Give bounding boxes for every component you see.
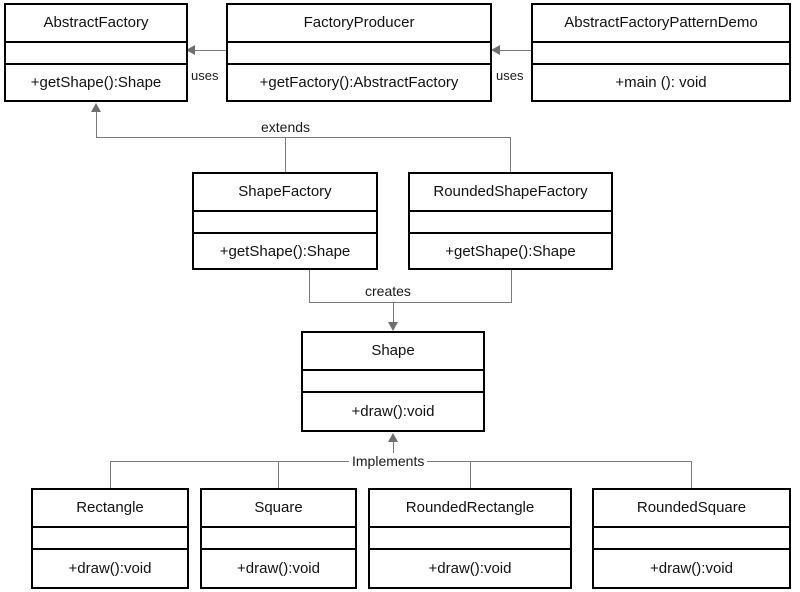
edge-label-implements: Implements bbox=[349, 453, 428, 469]
edge-label-extends: extends bbox=[258, 119, 314, 135]
class-operations-shape: +draw():void bbox=[351, 403, 435, 420]
class-name-rounded-shape-factory: RoundedShapeFactory bbox=[410, 174, 611, 212]
extends-drop-roundedshapefactory bbox=[510, 137, 511, 172]
uses-line-demo-to-factoryproducer bbox=[498, 50, 531, 51]
class-operations-rounded-shape-factory: +getShape():Shape bbox=[445, 242, 576, 260]
implements-arrowhead bbox=[388, 433, 398, 442]
implements-drop-square bbox=[278, 461, 279, 488]
class-box-square[interactable]: Square +draw():void bbox=[200, 488, 357, 589]
class-name-shape-factory: ShapeFactory bbox=[194, 174, 376, 212]
class-attributes-shape bbox=[303, 371, 483, 393]
class-attributes-square bbox=[202, 528, 355, 550]
class-name-rounded-square: RoundedSquare bbox=[594, 490, 789, 528]
class-box-rounded-square[interactable]: RoundedSquare +draw():void bbox=[592, 488, 791, 589]
class-operations-rounded-rectangle: +draw():void bbox=[428, 560, 512, 577]
implements-riser-shape bbox=[393, 441, 394, 461]
class-attributes-rounded-shape-factory bbox=[410, 212, 611, 234]
edge-label-creates: creates bbox=[362, 283, 414, 299]
class-operations-factory-producer: +getFactory():AbstractFactory bbox=[259, 74, 459, 91]
class-name-shape: Shape bbox=[303, 333, 483, 371]
creates-drop-roundedshapefactory bbox=[511, 270, 512, 302]
creates-riser-shape bbox=[393, 302, 394, 324]
class-box-rectangle[interactable]: Rectangle +draw():void bbox=[31, 488, 189, 589]
class-box-rounded-shape-factory[interactable]: RoundedShapeFactory +getShape():Shape bbox=[408, 172, 613, 270]
class-attributes-abstract-factory-pattern-demo bbox=[533, 43, 789, 65]
class-attributes-rounded-rectangle bbox=[370, 528, 570, 550]
class-name-rounded-rectangle: RoundedRectangle bbox=[370, 490, 570, 528]
class-box-abstract-factory-pattern-demo[interactable]: AbstractFactoryPatternDemo +main (): voi… bbox=[531, 3, 791, 102]
class-name-abstract-factory-pattern-demo: AbstractFactoryPatternDemo bbox=[533, 5, 789, 43]
class-attributes-rectangle bbox=[33, 528, 187, 550]
class-name-abstract-factory: AbstractFactory bbox=[6, 5, 186, 43]
class-operations-abstract-factory-pattern-demo: +main (): void bbox=[615, 74, 707, 91]
class-box-rounded-rectangle[interactable]: RoundedRectangle +draw():void bbox=[368, 488, 572, 589]
class-box-shape-factory[interactable]: ShapeFactory +getShape():Shape bbox=[192, 172, 378, 270]
class-attributes-abstract-factory bbox=[6, 43, 186, 65]
class-operations-rectangle: +draw():void bbox=[68, 560, 152, 577]
creates-arrowhead bbox=[388, 322, 398, 331]
class-name-factory-producer: FactoryProducer bbox=[228, 5, 490, 43]
extends-drop-shapefactory bbox=[285, 137, 286, 172]
class-box-abstract-factory[interactable]: AbstractFactory +getShape():Shape bbox=[4, 3, 188, 102]
uses-arrowhead-factoryproducer bbox=[491, 45, 500, 55]
creates-trunk bbox=[309, 302, 512, 303]
class-box-factory-producer[interactable]: FactoryProducer +getFactory():AbstractFa… bbox=[226, 3, 492, 102]
extends-riser-abstractfactory bbox=[96, 111, 97, 138]
class-box-shape[interactable]: Shape +draw():void bbox=[301, 331, 485, 432]
edge-label-uses-factoryproducer: uses bbox=[495, 68, 525, 84]
class-attributes-shape-factory bbox=[194, 212, 376, 234]
implements-drop-rectangle bbox=[110, 461, 111, 488]
edge-label-uses-abstractfactory: uses bbox=[190, 68, 220, 84]
class-attributes-rounded-square bbox=[594, 528, 789, 550]
class-operations-abstract-factory: +getShape():Shape bbox=[30, 74, 162, 91]
uses-line-factoryproducer-to-abstractfactory bbox=[193, 50, 226, 51]
class-name-rectangle: Rectangle bbox=[33, 490, 187, 528]
class-operations-square: +draw():void bbox=[237, 560, 320, 577]
uses-arrowhead-abstractfactory bbox=[186, 45, 195, 55]
implements-drop-roundedrectangle bbox=[470, 461, 471, 488]
implements-drop-roundedsquare bbox=[691, 461, 692, 488]
creates-drop-shapefactory bbox=[309, 270, 310, 302]
class-operations-rounded-square: +draw():void bbox=[650, 560, 733, 577]
class-name-square: Square bbox=[202, 490, 355, 528]
extends-arrowhead bbox=[91, 103, 101, 112]
extends-trunk bbox=[96, 137, 511, 138]
class-operations-shape-factory: +getShape():Shape bbox=[219, 242, 351, 260]
class-attributes-factory-producer bbox=[228, 43, 490, 65]
